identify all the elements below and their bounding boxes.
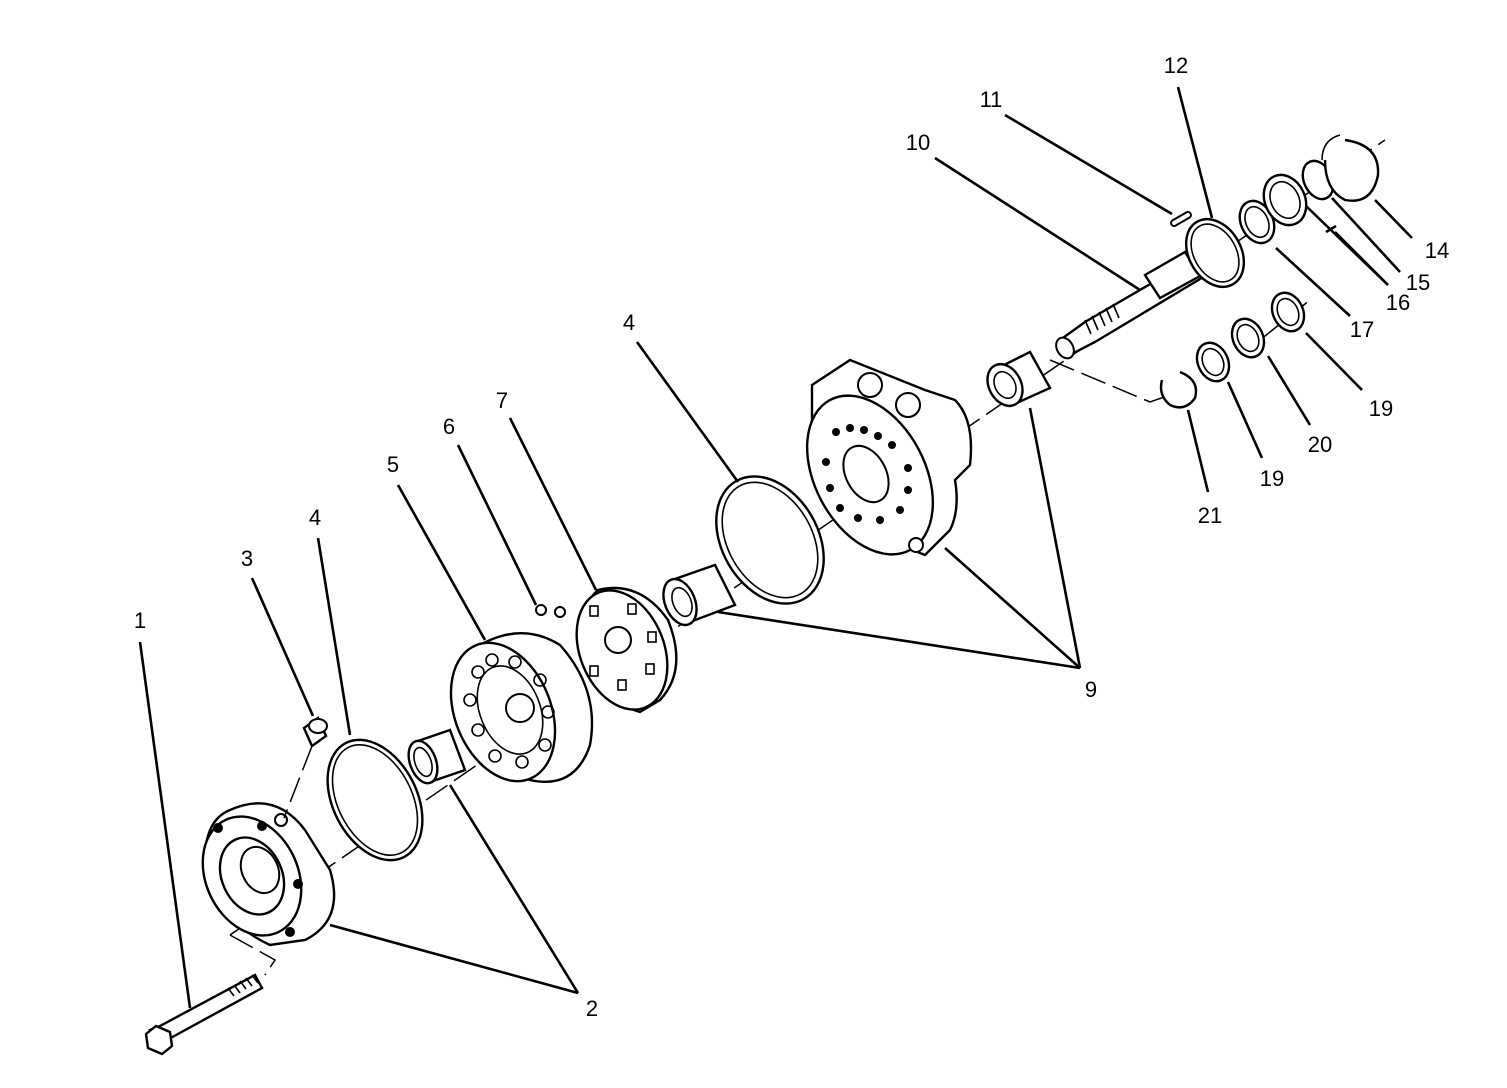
callout-3: 3 [241,546,253,571]
plug-part [283,716,328,819]
callout-9: 9 [1085,677,1097,702]
callout-7: 7 [496,388,508,413]
balls-part [535,604,566,618]
o-ring-left-part [326,738,424,862]
callout-10: 10 [906,130,930,155]
callout-15: 15 [1406,270,1430,295]
callout-19-upper: 19 [1369,396,1393,421]
callout-12: 12 [1164,53,1188,78]
callout-1: 1 [134,608,146,633]
lower-ring-group [1159,291,1306,409]
callout-17: 17 [1350,317,1374,342]
callout-4-left: 4 [309,505,321,530]
gerotor-part [449,632,594,783]
shaft-seal-part [1184,218,1246,288]
bolt-part [144,973,264,1056]
end-cap-part [201,802,336,947]
callout-4-right: 4 [623,310,635,335]
valve-plate-part [575,586,678,714]
sleeve-bushing-part [662,563,737,627]
bushing-left-part [407,728,467,785]
callout-2: 2 [586,996,598,1021]
callout-21: 21 [1198,503,1222,528]
callout-19-lower: 19 [1260,466,1284,491]
o-ring-right-part [715,475,825,605]
needle-bearing-part [986,350,1052,408]
leader-lines [138,86,1413,1009]
retaining-ring-part [1321,134,1380,202]
key-part [1170,211,1192,228]
callout-11: 11 [980,87,1003,112]
callout-5: 5 [387,452,399,477]
callout-labels: 1 2 3 4 5 6 7 4 9 10 11 12 14 15 16 17 1… [134,53,1449,1021]
bearing-race-part [1262,173,1337,234]
callout-20: 20 [1308,432,1332,457]
callout-16: 16 [1386,290,1410,315]
callout-6: 6 [443,414,455,439]
motor-housing-part [805,358,973,557]
callout-14: 14 [1425,238,1449,263]
